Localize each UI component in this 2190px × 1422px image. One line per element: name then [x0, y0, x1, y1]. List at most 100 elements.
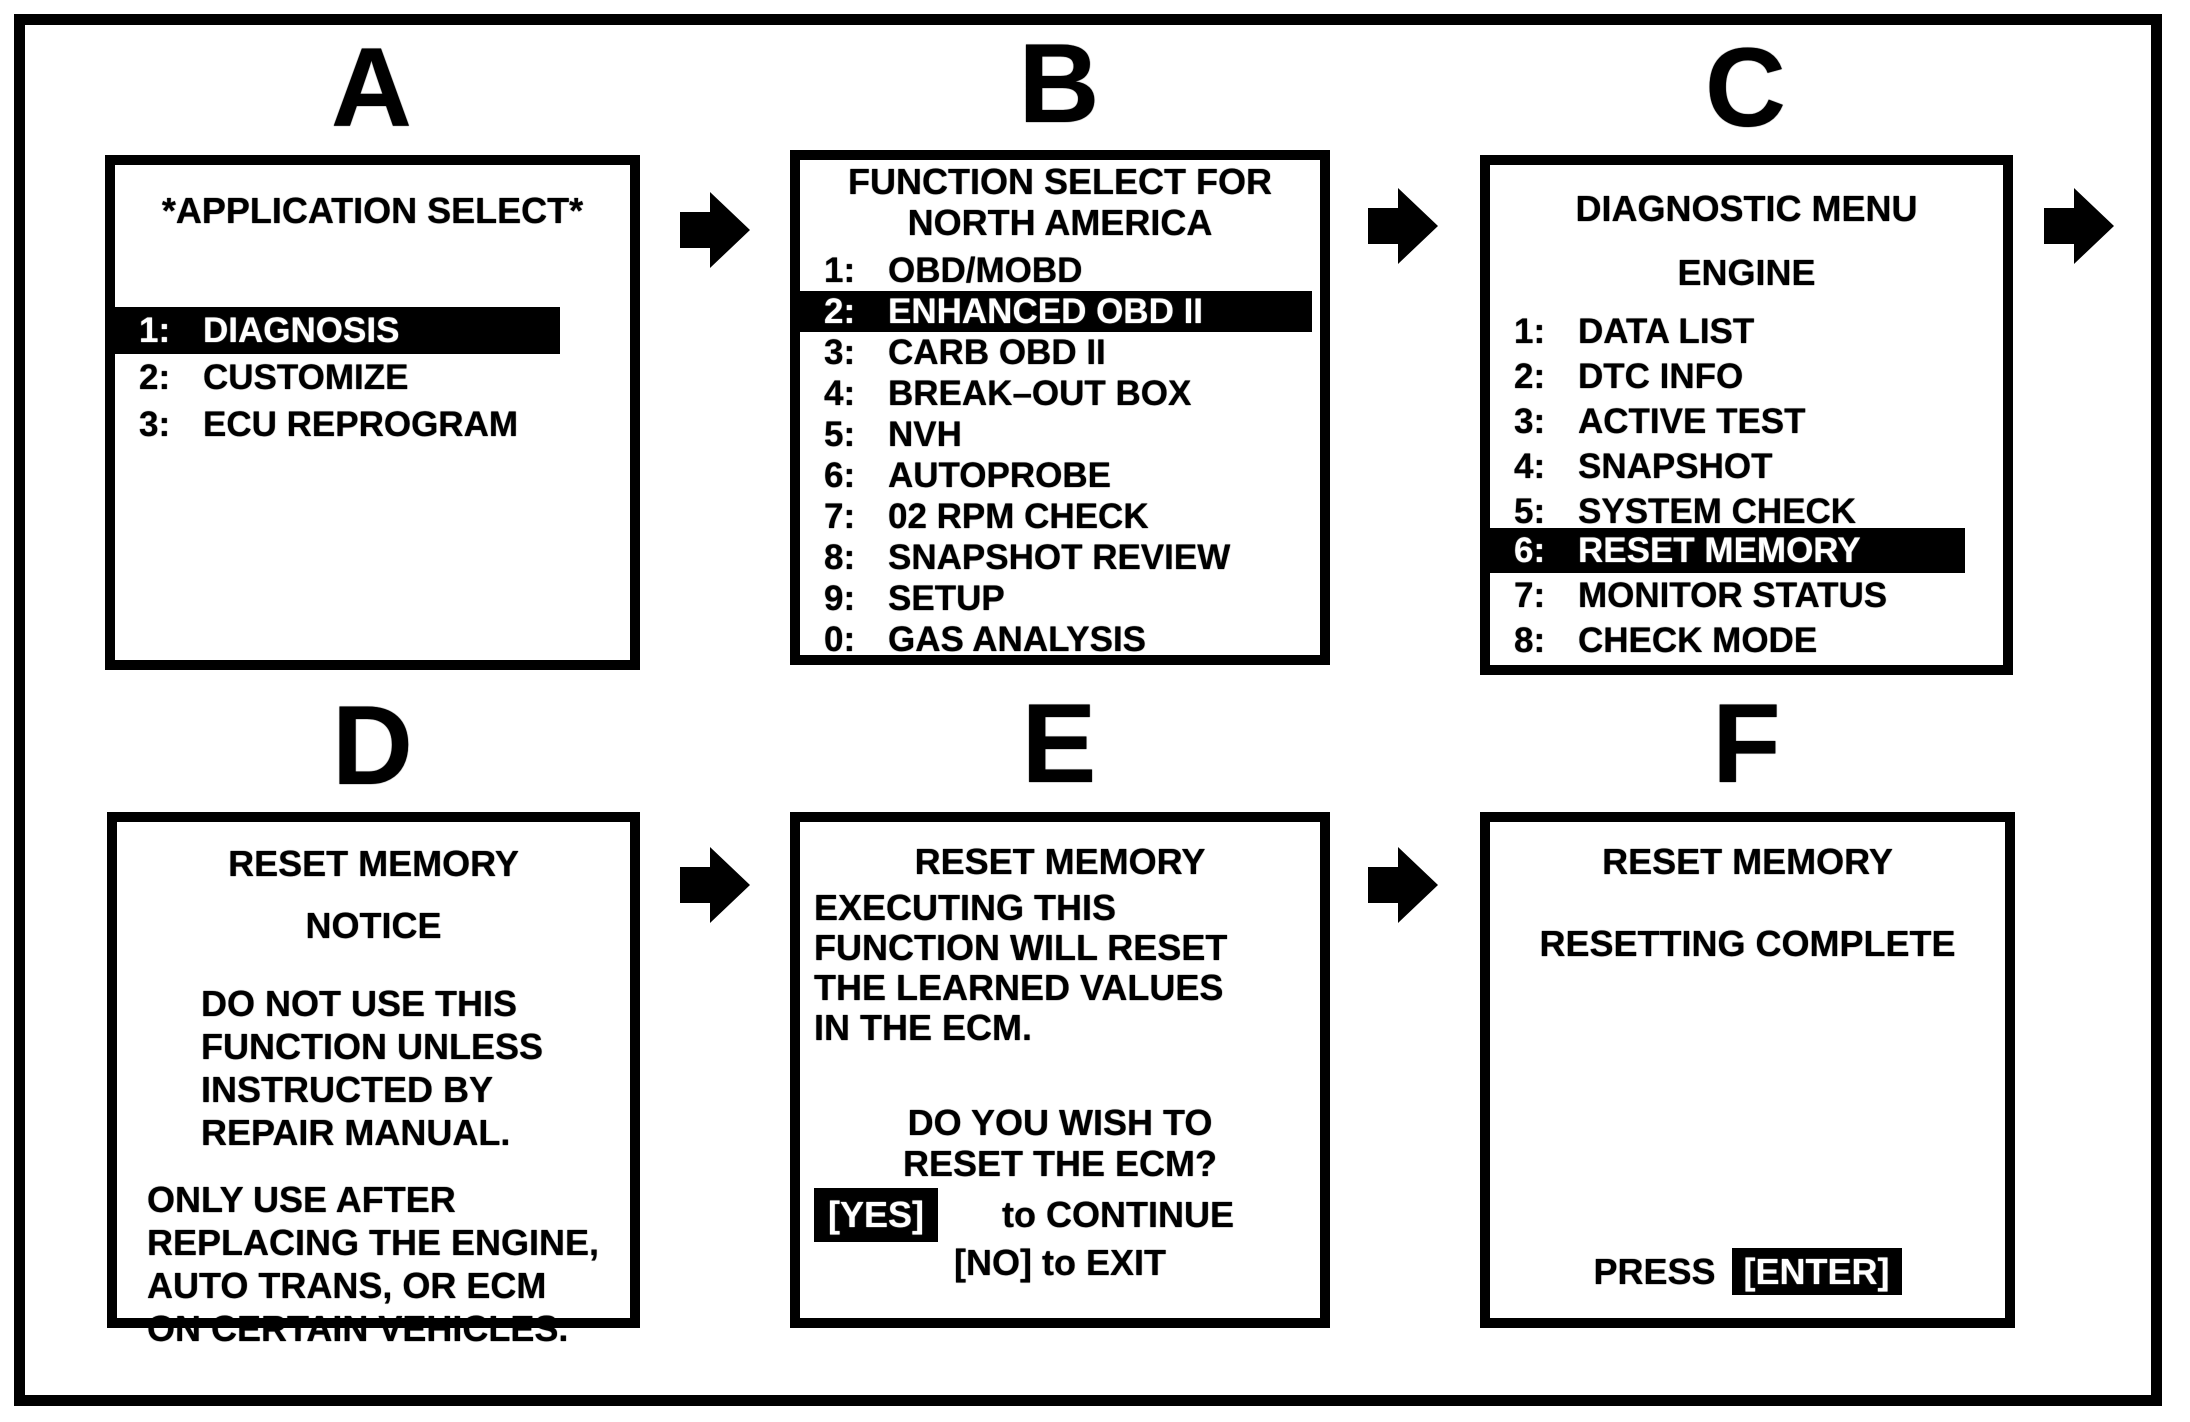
flow-arrow-icon	[2044, 188, 2114, 264]
menu-item: 2:DTC INFO	[1490, 354, 2003, 399]
menu-item: 3: CARB OBD II	[800, 332, 1320, 373]
confirm-prompt: DO YOU WISH TO RESET THE ECM?	[800, 1102, 1320, 1184]
menu-item-number: 6:	[824, 456, 856, 495]
menu-item-number: 1:	[1514, 312, 1546, 351]
notice-line: DO NOT USE THIS	[201, 983, 518, 1024]
lcd-screen-diagnostic-menu: DIAGNOSTIC MENU ENGINE 1: DATA LIST 2:DTC…	[1480, 155, 2013, 675]
lcd-screen-function-select: FUNCTION SELECT FOR NORTH AMERICA 1: OBD/…	[790, 150, 1330, 665]
screen-title-line2: NOTICE	[305, 905, 442, 946]
yes-option-line: [YES] to CONTINUE	[814, 1188, 1320, 1242]
menu-item-label: OBD/MOBD	[888, 251, 1083, 290]
menu-item-label: BREAK–OUT BOX	[888, 374, 1192, 413]
menu-item-label: SYSTEM CHECK	[1578, 492, 1857, 531]
screen-title: *APPLICATION SELECT*	[161, 190, 584, 231]
lcd-screen-application-select: *APPLICATION SELECT* 1:DIAGNOSIS 2: CUSTO…	[105, 155, 640, 670]
menu-item-selected: 2: ENHANCED OBD II	[800, 291, 1312, 332]
flow-arrow-icon	[1368, 188, 1438, 264]
menu-item-label: ENHANCED OBD II	[888, 292, 1204, 331]
menu-item-label: DATA LIST	[1578, 312, 1755, 351]
lcd-screen-reset-complete: RESET MEMORY RESETTING COMPLETE PRESS[EN…	[1480, 812, 2015, 1328]
prompt-line: DO YOU WISH TO	[907, 1102, 1213, 1143]
menu-list: 1: OBD/MOBD 2: ENHANCED OBD II 3: CARB OBD …	[800, 250, 1320, 660]
flow-arrow-icon	[680, 192, 750, 268]
menu-item-number: 7:	[1514, 576, 1546, 615]
notice-line: ONLY USE AFTER	[147, 1179, 456, 1220]
menu-item: 3: ACTIVE TEST	[1490, 399, 2003, 444]
warning-line: FUNCTION WILL RESET	[814, 927, 1228, 968]
screen-title: RESET MEMORY	[1602, 841, 1893, 882]
menu-item: 1: DATA LIST	[1490, 309, 2003, 354]
warning-line: THE LEARNED VALUES	[814, 967, 1224, 1008]
menu-item: 4: SNAPSHOT	[1490, 444, 2003, 489]
menu-item: 2: CUSTOMIZE	[115, 354, 630, 401]
menu-item-number: 4:	[824, 374, 856, 413]
menu-item-selected: 1:DIAGNOSIS	[115, 307, 560, 354]
menu-item-label: ECU REPROGRAM	[203, 405, 519, 444]
no-option-line: [NO] to EXIT	[954, 1242, 1166, 1283]
menu-item: 3: ECU REPROGRAM	[115, 401, 630, 448]
step-label-b: B	[1018, 21, 1102, 146]
menu-item: 0: GAS ANALYSIS	[800, 619, 1320, 660]
menu-item-label: SNAPSHOT	[1578, 447, 1773, 486]
notice-line: FUNCTION UNLESS	[201, 1026, 543, 1067]
press-label: PRESS	[1593, 1251, 1716, 1292]
warning-text: EXECUTING THIS FUNCTION WILL RESET THE L…	[814, 888, 1320, 1048]
prompt-line: RESET THE ECM?	[902, 1143, 1217, 1184]
menu-item-label: 02 RPM CHECK	[888, 497, 1149, 536]
step-label-c: C	[1705, 25, 1788, 150]
menu-item-label: MONITOR STATUS	[1578, 576, 1888, 615]
lcd-screen-reset-confirm: RESET MEMORY EXECUTING THIS FUNCTION WIL…	[790, 812, 1330, 1328]
menu-item-number: 2:	[139, 358, 171, 397]
press-enter-line: PRESS[ENTER]	[1490, 1248, 2005, 1296]
menu-item-number: 0:	[824, 620, 856, 659]
menu-item-label: NVH	[888, 415, 962, 454]
yes-option-label: to CONTINUE	[1002, 1194, 1234, 1235]
menu-item: 8:SNAPSHOT REVIEW	[800, 537, 1320, 578]
notice-line: ON CERTAIN VEHICLES.	[147, 1308, 569, 1349]
menu-item-label: DIAGNOSIS	[203, 311, 400, 350]
notice-line: REPAIR MANUAL.	[201, 1112, 511, 1153]
notice-paragraph-1: DO NOT USE THIS FUNCTION UNLESS INSTRUCT…	[201, 982, 630, 1154]
yes-key-highlight: [YES]	[814, 1188, 939, 1242]
menu-item-number: 8:	[1514, 621, 1546, 660]
menu-item-number: 6:	[1514, 531, 1546, 570]
screen-title-line2: ENGINE	[1677, 252, 1816, 293]
menu-item: 7: MONITOR STATUS	[1490, 573, 2003, 618]
menu-item-number: 3:	[139, 405, 171, 444]
flow-arrow-icon	[680, 847, 750, 923]
menu-item-selected: 6: RESET MEMORY	[1490, 528, 1965, 573]
menu-item-number: 3:	[824, 333, 856, 372]
screen-title: FUNCTION SELECT FOR	[848, 161, 1272, 202]
menu-item: 5: NVH	[800, 414, 1320, 455]
menu-item-number: 3:	[1514, 402, 1546, 441]
menu-item-number: 5:	[1514, 492, 1546, 531]
screen-title: RESET MEMORY	[228, 843, 519, 884]
menu-item-number: 2:	[824, 292, 856, 331]
menu-item-label: SETUP	[888, 579, 1005, 618]
menu-item-label: SNAPSHOT REVIEW	[888, 538, 1231, 577]
menu-item-number: 9:	[824, 579, 856, 618]
screen-title-line2: NORTH AMERICA	[907, 202, 1213, 243]
menu-item: 4: BREAK–OUT BOX	[800, 373, 1320, 414]
menu-item-number: 7:	[824, 497, 856, 536]
menu-list: 1: DATA LIST 2:DTC INFO 3: ACTIVE TEST 4: S…	[1490, 309, 2003, 663]
menu-item-number: 5:	[824, 415, 856, 454]
menu-item-label: RESET MEMORY	[1578, 531, 1861, 570]
warning-line: EXECUTING THIS	[814, 887, 1117, 928]
screen-title: DIAGNOSTIC MENU	[1575, 188, 1918, 229]
menu-item-label: CHECK MODE	[1578, 621, 1818, 660]
menu-item-number: 1:	[824, 251, 856, 290]
menu-item-label: CUSTOMIZE	[203, 358, 409, 397]
menu-item: 1: OBD/MOBD	[800, 250, 1320, 291]
menu-item-number: 4:	[1514, 447, 1546, 486]
menu-list: 1:DIAGNOSIS 2: CUSTOMIZE 3: ECU REPROGRAM	[115, 307, 630, 448]
menu-item-label: CARB OBD II	[888, 333, 1106, 372]
notice-line: REPLACING THE ENGINE,	[147, 1222, 600, 1263]
warning-line: IN THE ECM.	[814, 1007, 1033, 1048]
step-label-f: F	[1712, 681, 1783, 806]
menu-item-label: GAS ANALYSIS	[888, 620, 1147, 659]
lcd-screen-reset-memory-notice: RESET MEMORY NOTICE DO NOT USE THIS FUNC…	[107, 812, 640, 1349]
step-label-a: A	[331, 25, 414, 150]
flow-arrow-icon	[1368, 847, 1438, 923]
menu-item-label: ACTIVE TEST	[1578, 402, 1806, 441]
